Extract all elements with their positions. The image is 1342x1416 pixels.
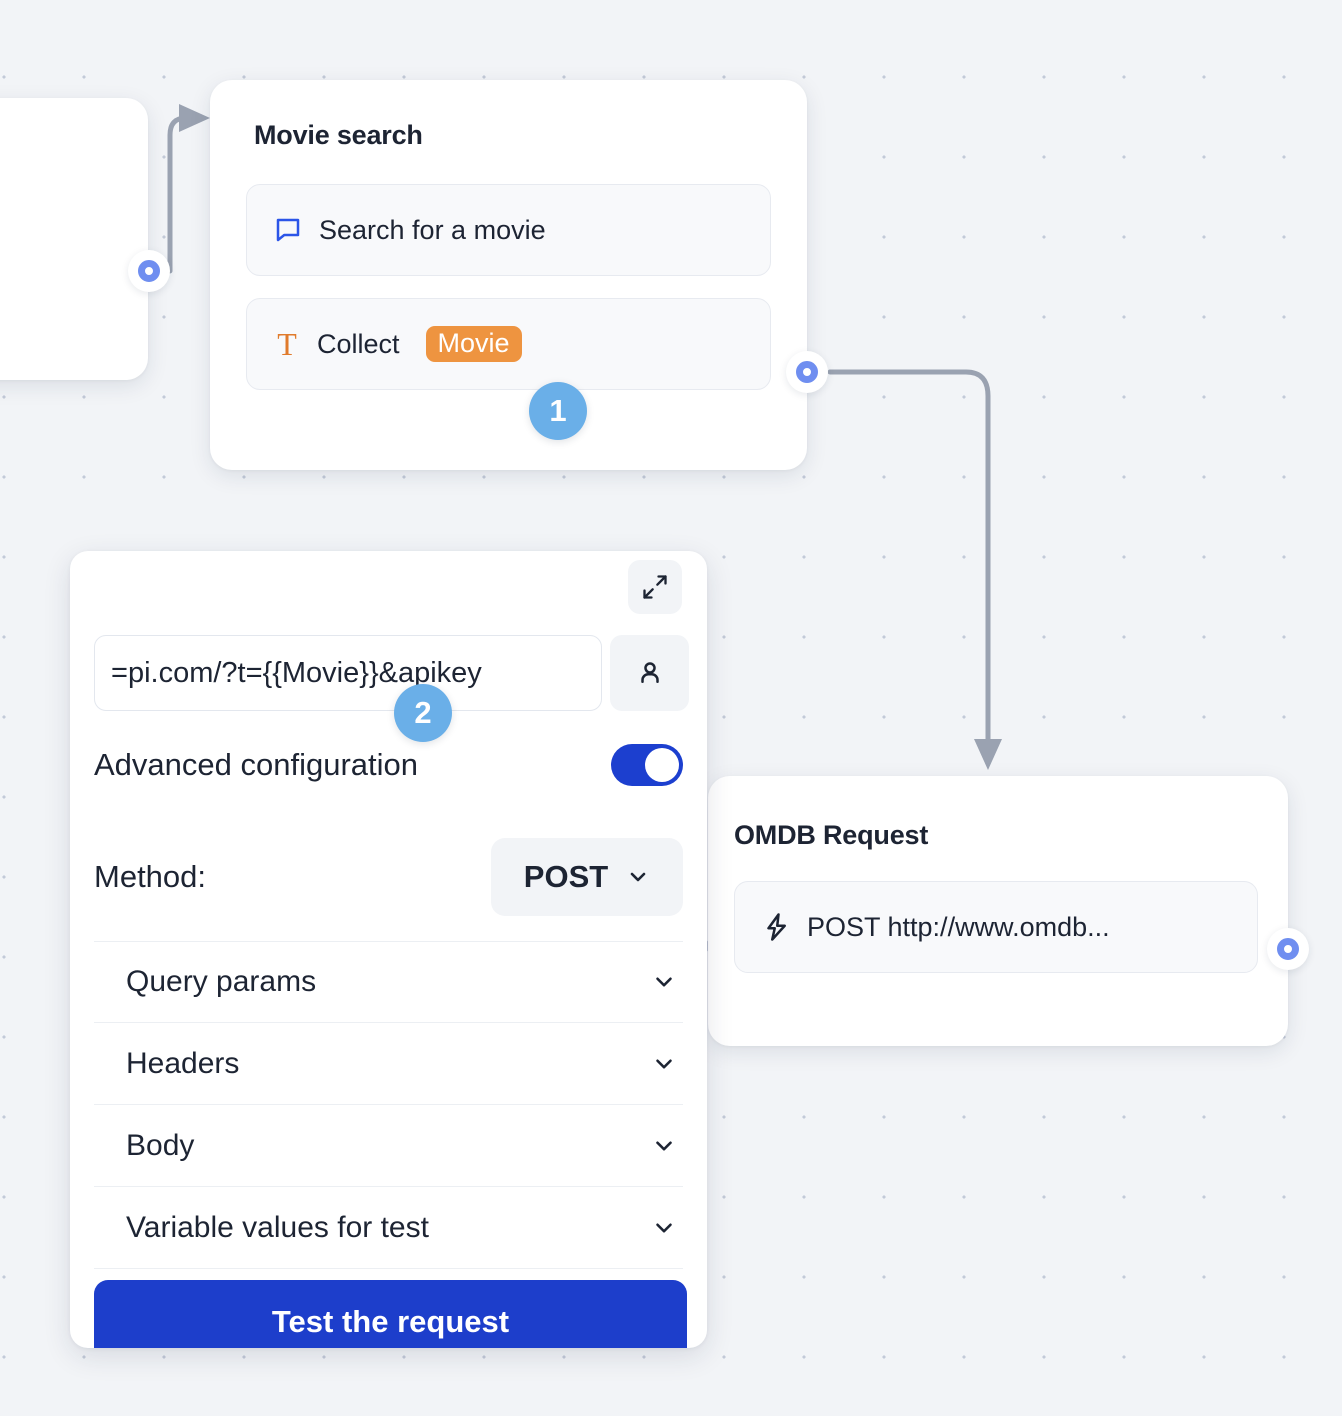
chevron-down-icon: [651, 1051, 677, 1077]
method-select[interactable]: POST: [491, 838, 683, 916]
lightning-icon: [761, 912, 791, 942]
accordion-item-variable-values-for-test[interactable]: Variable values for test: [94, 1187, 683, 1269]
accordion-label: Variable values for test: [126, 1210, 429, 1244]
chevron-down-icon: [626, 865, 650, 889]
port-output-left-node[interactable]: [128, 250, 170, 292]
node-card-omdb-request[interactable]: OMDB Request POST http://www.omdb...: [708, 776, 1288, 1046]
test-the-request-button[interactable]: Test the request: [94, 1280, 687, 1348]
variable-chip-movie[interactable]: Movie: [425, 325, 522, 363]
accordion-item-headers[interactable]: Headers: [94, 1023, 683, 1105]
step-badge-1: 1: [529, 382, 587, 440]
node-row-omdb-post[interactable]: POST http://www.omdb...: [734, 881, 1258, 973]
person-icon-button[interactable]: [610, 635, 689, 711]
accordion-label: Headers: [126, 1046, 240, 1080]
method-label: Method:: [94, 859, 207, 894]
edge-movie-search-to-omdb: [827, 369, 1003, 771]
advanced-configuration-row: Advanced configuration: [94, 744, 683, 786]
port-output-omdb-request[interactable]: [1267, 928, 1309, 970]
chevron-down-icon: [651, 1133, 677, 1159]
config-sections-accordion: Query params Headers Body Variable value…: [94, 941, 683, 1269]
node-title-omdb-request: OMDB Request: [734, 820, 929, 850]
request-config-panel[interactable]: Advanced configuration Method: POST Quer…: [70, 551, 707, 1348]
node-row-collect-movie[interactable]: T Collect Movie: [246, 298, 771, 390]
accordion-item-query-params[interactable]: Query params: [94, 941, 683, 1023]
accordion-label: Query params: [126, 965, 317, 998]
method-row: Method: POST: [94, 838, 683, 916]
node-title-movie-search: Movie search: [254, 120, 423, 150]
request-url-input[interactable]: [94, 635, 602, 711]
accordion-item-body[interactable]: Body: [94, 1105, 683, 1187]
node-row-label: Collect: [317, 328, 400, 359]
method-value: POST: [523, 859, 609, 894]
chevron-down-icon: [651, 969, 677, 995]
port-output-movie-search[interactable]: [786, 351, 828, 393]
node-row-label: Search for a movie: [319, 214, 546, 245]
node-card-movie-search[interactable]: Movie search Search for a movie T Collec…: [210, 80, 807, 470]
chevron-down-icon: [651, 1215, 677, 1241]
node-row-search-for-a-movie[interactable]: Search for a movie: [246, 184, 771, 276]
advanced-configuration-label: Advanced configuration: [94, 747, 419, 782]
url-field-row[interactable]: [94, 635, 689, 711]
message-icon: [273, 215, 303, 245]
advanced-configuration-toggle[interactable]: [611, 744, 683, 786]
step-badge-2: 2: [394, 684, 452, 742]
accordion-label: Body: [126, 1128, 195, 1162]
node-card-partial-left[interactable]: [0, 98, 148, 380]
edge-left-to-movie-search: [167, 103, 211, 274]
text-field-icon: T: [277, 326, 297, 362]
node-row-label: POST http://www.omdb...: [807, 911, 1110, 942]
expand-icon-button[interactable]: [628, 560, 682, 614]
